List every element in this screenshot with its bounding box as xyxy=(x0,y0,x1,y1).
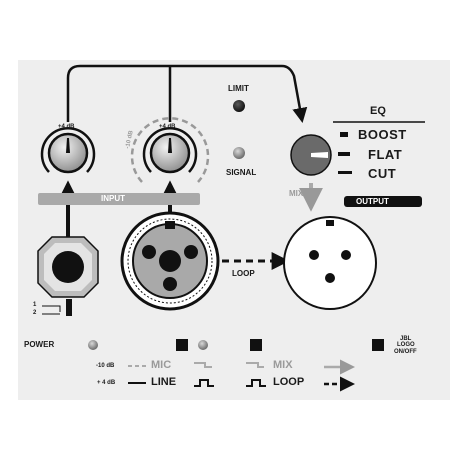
mic-label: MIC xyxy=(151,359,172,371)
mic-line-led xyxy=(198,340,208,350)
level-plus4-label: + 4 dB xyxy=(97,380,116,386)
input-label: INPUT xyxy=(101,194,125,203)
gain-knob-mic-line[interactable] xyxy=(130,117,210,183)
mic-line-switch[interactable] xyxy=(176,339,188,351)
mix-knob[interactable] xyxy=(290,134,332,176)
combo-input-jack[interactable] xyxy=(120,211,220,311)
mic-line-legend xyxy=(128,362,214,387)
loop-legend-label: LOOP xyxy=(273,376,305,388)
gain-label-center: +4 dB xyxy=(159,124,176,130)
eq-flat-indicator xyxy=(338,152,350,156)
signal-label: SIGNAL xyxy=(226,168,257,177)
gain-knob-instrument[interactable] xyxy=(40,127,96,174)
eq-label: EQ xyxy=(370,105,386,117)
output-bar xyxy=(344,196,422,207)
mix-legend-label: MIX xyxy=(273,359,293,371)
switch-pos-1: 1 xyxy=(33,302,37,308)
eq-boost-label: BOOST xyxy=(358,127,407,142)
logo-switch[interactable] xyxy=(372,339,384,351)
logo-label-logo: LOGO xyxy=(397,342,415,348)
eq-boost-indicator xyxy=(340,132,348,137)
xlr-output-jack[interactable] xyxy=(283,216,377,310)
signal-routing-lines xyxy=(66,64,308,123)
gain-label-left: +4 dB xyxy=(58,124,75,130)
instrument-jack[interactable] xyxy=(37,236,99,298)
mix-loop-switch[interactable] xyxy=(250,339,262,351)
limit-label: LIMIT xyxy=(228,84,249,93)
logo-label-onoff: ON/OFF xyxy=(394,349,417,355)
eq-section xyxy=(333,121,425,207)
channel-switch-diagram xyxy=(42,299,72,316)
loop-label: LOOP xyxy=(232,269,255,278)
eq-cut-indicator xyxy=(338,171,352,174)
level-minus10-label: -10 dB xyxy=(96,363,115,369)
mix-loop-legend xyxy=(246,359,355,392)
power-label: POWER xyxy=(24,340,55,349)
output-label: OUTPUT xyxy=(356,197,389,206)
input-bar xyxy=(38,193,200,205)
eq-cut-label: CUT xyxy=(368,166,397,181)
eq-flat-label: FLAT xyxy=(368,147,403,162)
switch-pos-2: 2 xyxy=(33,310,37,316)
mix-label: MIX xyxy=(289,189,304,198)
line-label: LINE xyxy=(151,376,177,388)
limit-led xyxy=(233,100,245,112)
signal-led xyxy=(233,147,245,159)
power-led xyxy=(88,340,98,350)
logo-label-jbl: JBL xyxy=(400,336,412,342)
